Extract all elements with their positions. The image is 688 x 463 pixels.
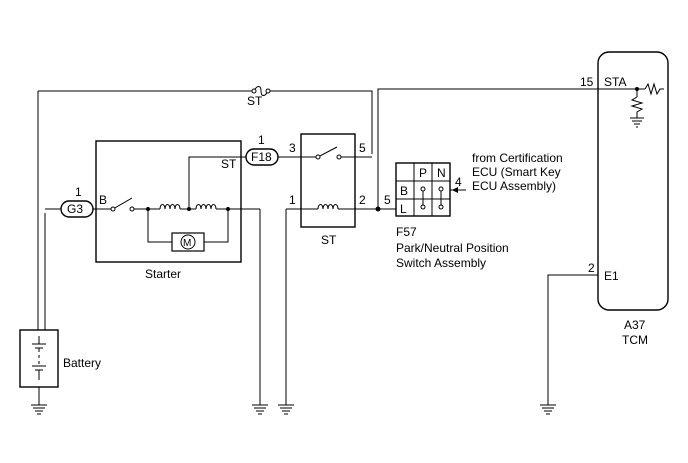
battery-ground-icon [31, 404, 47, 415]
from-line-3: ECU Assembly) [472, 179, 556, 193]
from-line-1: from Certification [472, 151, 563, 165]
starter-switch-contact [110, 206, 116, 212]
motor-icon [180, 234, 196, 250]
b-terminal-label: B [99, 193, 107, 207]
relay-contact-1 [315, 154, 321, 160]
pnp-l-label: L [400, 202, 407, 216]
starter-motor-loop [147, 209, 229, 243]
st-relay-box [300, 133, 356, 228]
starter-coil-2-icon [195, 204, 217, 210]
pnp-p-label: P [419, 166, 427, 180]
e1-ground-icon [540, 404, 556, 415]
motor-box [171, 232, 205, 252]
motor-label: M [183, 238, 191, 249]
pin-3-label: 3 [289, 141, 296, 155]
st-fuse-label: ST [247, 94, 263, 108]
pin-1-g3-label: 1 [75, 185, 82, 199]
fuse-end-left [251, 88, 257, 94]
sta-node [635, 87, 639, 91]
starter-switch-contact-2 [129, 206, 135, 212]
pnp-contacts [422, 189, 442, 207]
tcm-label: TCM [622, 333, 648, 347]
pnp-contact-n1 [438, 186, 444, 192]
a37-label: A37 [624, 318, 646, 332]
pin-1-f18-label: 1 [258, 133, 265, 147]
pnp-output-arrow-icon [452, 187, 458, 193]
starter-box [95, 140, 242, 263]
pnp-contact-p2 [420, 204, 426, 210]
e1-label: E1 [604, 269, 619, 283]
starter-label: Starter [145, 267, 181, 281]
tcm-box [597, 51, 669, 311]
f57-label: F57 [396, 225, 417, 239]
starter-st-feed [188, 156, 246, 209]
relay-contact-2 [336, 154, 342, 160]
pnp-name-line-1: Park/Neutral Position [396, 241, 509, 255]
st-starter-label: ST [221, 157, 237, 171]
sta-label: STA [604, 75, 626, 89]
battery-label: Battery [63, 356, 101, 370]
pin-5-top-label: 5 [359, 141, 366, 155]
starter-coil-1-icon [159, 204, 181, 210]
g3-label: G3 [67, 202, 83, 216]
st-fuse-icon [253, 86, 269, 96]
fuse-end-right [265, 88, 271, 94]
sta-resistor-icon [644, 82, 664, 96]
battery-icon [32, 336, 46, 380]
relay-ground-icon [278, 404, 294, 415]
pin-1-relay-label: 1 [289, 193, 296, 207]
from-line-2: ECU (Smart Key [472, 165, 561, 179]
pnp-contact-p1 [420, 186, 426, 192]
relay-coil-icon [317, 204, 339, 210]
sta-pulldown-resistor-icon [630, 96, 644, 118]
pnp-contact-n2 [438, 204, 444, 210]
pnp-n-label: N [437, 166, 446, 180]
tcm-internal-ground-icon [630, 117, 644, 128]
pin-2-e1-label: 2 [588, 261, 595, 275]
pin-2-relay-label: 2 [359, 193, 366, 207]
wire-battery-feed [37, 91, 46, 330]
starter-ground-icon [252, 404, 268, 415]
pnp-b-label: B [400, 184, 408, 198]
pin-4-label: 4 [455, 175, 462, 189]
wire-top-fuse [38, 90, 373, 154]
pin-5-conn-label: 5 [384, 193, 391, 207]
f18-label: F18 [251, 150, 272, 164]
pin-15-label: 15 [580, 75, 594, 89]
wire-e1-ground [547, 274, 598, 405]
pnp-name-line-2: Switch Assembly [396, 256, 486, 270]
st-relay-label: ST [321, 233, 337, 247]
